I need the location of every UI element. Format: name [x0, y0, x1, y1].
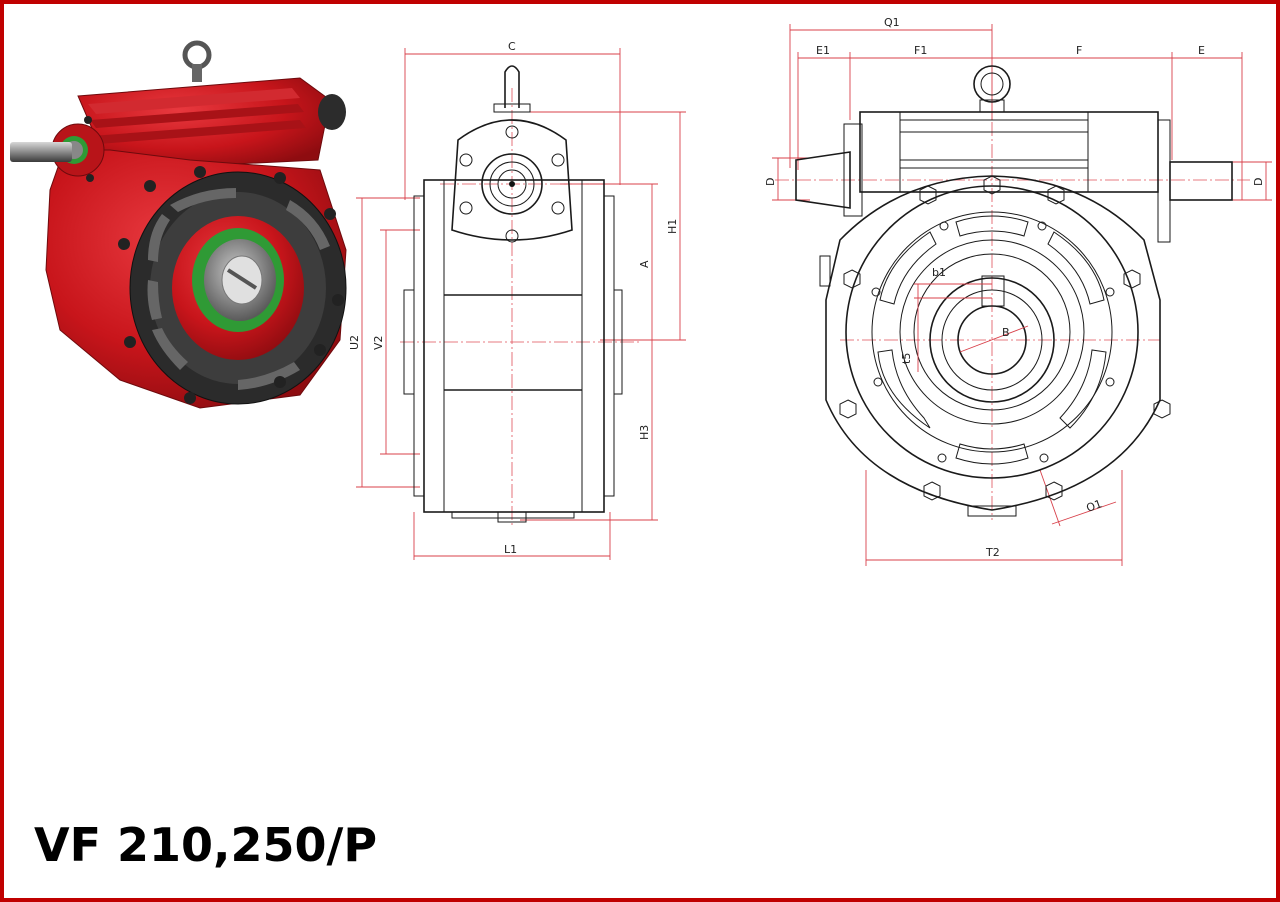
model-title: VF 210,250/P — [34, 818, 378, 872]
dimension-labels: C L1 U2 V2 H1 A H3 Q1 E1 F1 F E D D b1 B… — [348, 16, 1265, 559]
label-a: A — [638, 260, 651, 268]
label-h3: H3 — [638, 425, 651, 440]
label-q1: Q1 — [884, 16, 900, 29]
label-e1: E1 — [816, 44, 830, 57]
label-f: F — [1076, 44, 1082, 57]
label-b1: b1 — [932, 266, 946, 279]
label-d-left: D — [764, 178, 777, 186]
label-b: B — [1002, 326, 1010, 339]
side-view — [356, 48, 686, 560]
label-v2: V2 — [372, 335, 385, 350]
gearbox-render — [10, 40, 347, 409]
label-f1: F1 — [914, 44, 927, 57]
label-e: E — [1198, 44, 1205, 57]
label-d-right: D — [1252, 178, 1265, 186]
label-t2: T2 — [985, 546, 1000, 559]
label-o1: O1 — [1085, 497, 1104, 515]
label-t5: t5 — [900, 353, 913, 364]
front-view — [772, 24, 1272, 566]
label-h1: H1 — [666, 219, 679, 234]
label-c: C — [508, 40, 516, 53]
label-u2: U2 — [348, 335, 361, 350]
label-l1: L1 — [504, 543, 517, 556]
